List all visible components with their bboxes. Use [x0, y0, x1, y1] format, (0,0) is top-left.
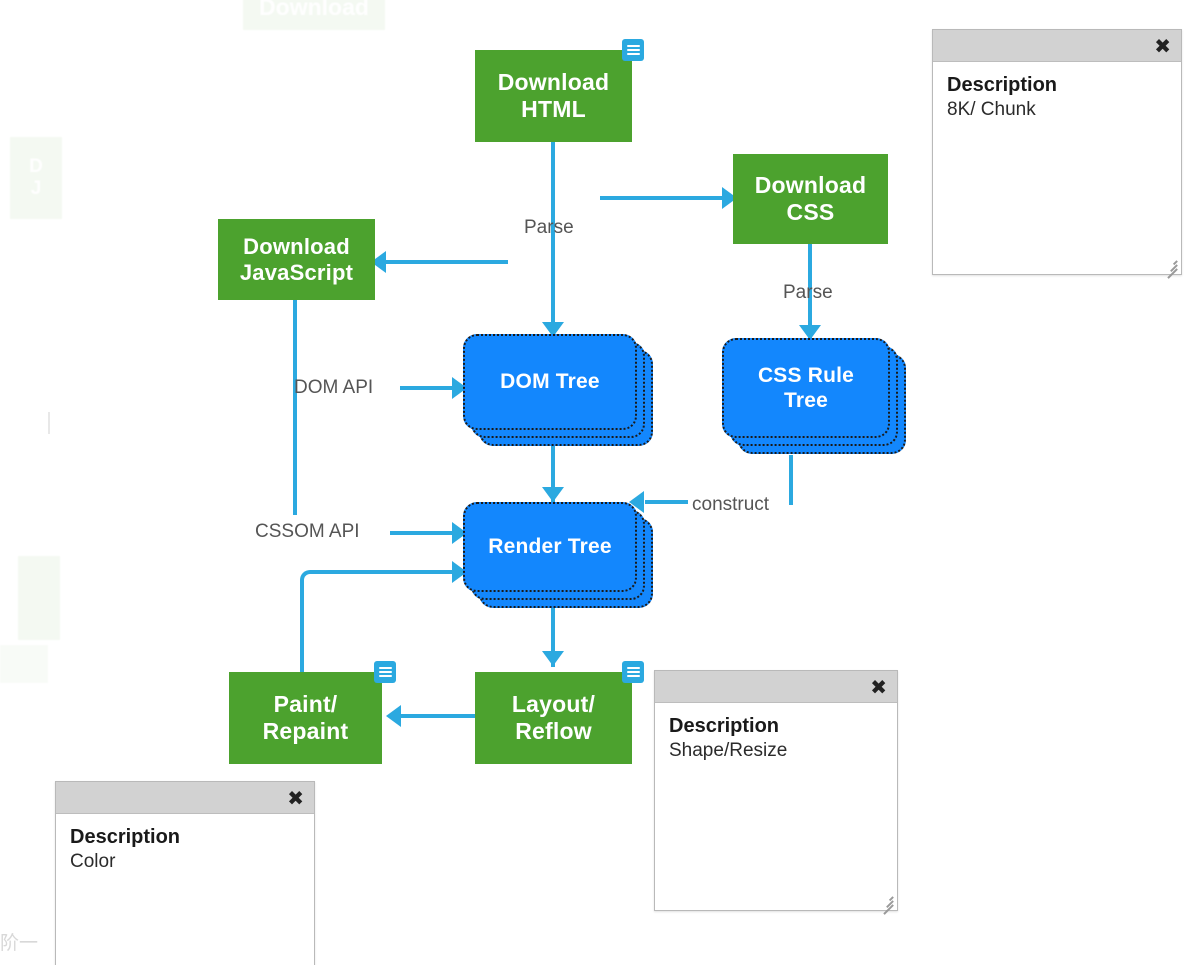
close-icon[interactable]: ✖ — [287, 785, 304, 810]
edge-paint-to-render-line — [310, 570, 462, 574]
edge-dom-to-render-arrowhead — [542, 487, 564, 502]
edge-html-to-js-line — [378, 260, 508, 264]
ghost-artifact-download-top: Download — [243, 0, 385, 30]
edge-css-to-ruletree-line — [808, 243, 812, 343]
edge-layout-to-paint-arrowhead — [386, 705, 401, 727]
panel-title-bar[interactable]: ✖ — [655, 671, 897, 703]
node-download-javascript[interactable]: Download JavaScript — [218, 219, 375, 300]
close-icon[interactable]: ✖ — [870, 674, 887, 699]
ghost-artifact-block-left-lower — [0, 645, 48, 683]
edge-cssom-api-line — [390, 531, 462, 535]
corner-text-artifact: 阶一 — [0, 933, 39, 954]
panel-title-bar[interactable]: ✖ — [56, 782, 314, 814]
edge-label-dom-api: DOM API — [294, 377, 374, 398]
resize-grip-icon[interactable] — [1161, 255, 1178, 278]
note-icon-line — [626, 49, 640, 51]
close-icon[interactable]: ✖ — [1154, 33, 1171, 58]
description-panel-color[interactable]: ✖ Description Color — [55, 781, 315, 965]
panel-description-text: 8K/ Chunk — [947, 99, 1036, 120]
render-tree-label: Render Tree — [463, 502, 637, 592]
note-icon-line — [626, 671, 640, 673]
edge-dom-to-render-line — [551, 443, 555, 515]
panel-title-bar[interactable]: ✖ — [933, 30, 1181, 62]
panel-description-text: Shape/Resize — [669, 740, 788, 761]
panel-body: Description Color — [56, 814, 314, 965]
ghost-artifact-tick — [48, 412, 50, 434]
node-dom-tree[interactable]: DOM Tree — [463, 334, 653, 446]
edge-html-to-dom-arrowhead — [542, 322, 564, 337]
dom-tree-label: DOM Tree — [463, 334, 637, 430]
edge-html-to-css-line — [600, 196, 728, 200]
note-icon-line — [378, 671, 392, 673]
css-rule-tree-label: CSS Rule Tree — [722, 338, 890, 438]
edge-html-to-dom-line — [551, 140, 555, 335]
note-icon-line — [626, 667, 640, 669]
node-download-html[interactable]: Download HTML — [475, 50, 632, 142]
edge-render-to-layout-line — [551, 605, 555, 667]
edge-construct-line — [645, 500, 688, 504]
ghost-artifact-download-left: D J — [10, 137, 62, 219]
edge-label-parse-html: Parse — [524, 217, 574, 238]
edge-ruletree-construct-stem — [789, 455, 793, 505]
panel-heading: Description — [669, 715, 780, 737]
edge-layout-to-paint-line — [398, 714, 480, 718]
note-icon-line — [378, 675, 392, 677]
panel-description-text: Color — [70, 851, 116, 872]
node-css-rule-tree[interactable]: CSS Rule Tree — [722, 338, 906, 454]
edge-css-to-ruletree-arrowhead — [799, 325, 821, 340]
edge-render-to-layout-arrowhead — [542, 651, 564, 666]
note-icon-layout-reflow[interactable] — [622, 661, 644, 683]
edge-label-cssom-api: CSSOM API — [255, 521, 360, 542]
edge-label-construct: construct — [692, 494, 770, 515]
note-icon-line — [378, 667, 392, 669]
panel-heading: Description — [947, 74, 1058, 96]
edge-paint-to-render-elbow — [300, 570, 316, 674]
panel-body: Description Shape/Resize — [655, 703, 897, 914]
node-paint-repaint[interactable]: Paint/ Repaint — [229, 672, 382, 764]
description-panel-8k-chunk[interactable]: ✖ Description 8K/ Chunk — [932, 29, 1182, 278]
note-icon-line — [626, 45, 640, 47]
edge-js-vertical-line — [293, 299, 297, 515]
ghost-artifact-block-left — [18, 556, 60, 640]
node-download-css[interactable]: Download CSS — [733, 154, 888, 244]
note-icon-line — [626, 53, 640, 55]
panel-heading: Description — [70, 826, 181, 848]
panel-body: Description 8K/ Chunk — [933, 62, 1181, 278]
note-icon-line — [626, 675, 640, 677]
resize-grip-icon[interactable] — [877, 891, 894, 914]
node-render-tree[interactable]: Render Tree — [463, 502, 653, 608]
edge-label-parse-css: Parse — [783, 282, 833, 303]
description-panel-shape-resize[interactable]: ✖ Description Shape/Resize — [654, 670, 898, 914]
note-icon-paint-repaint[interactable] — [374, 661, 396, 683]
note-icon-download-html[interactable] — [622, 39, 644, 61]
node-layout-reflow[interactable]: Layout/ Reflow — [475, 672, 632, 764]
edge-dom-api-line — [400, 386, 462, 390]
